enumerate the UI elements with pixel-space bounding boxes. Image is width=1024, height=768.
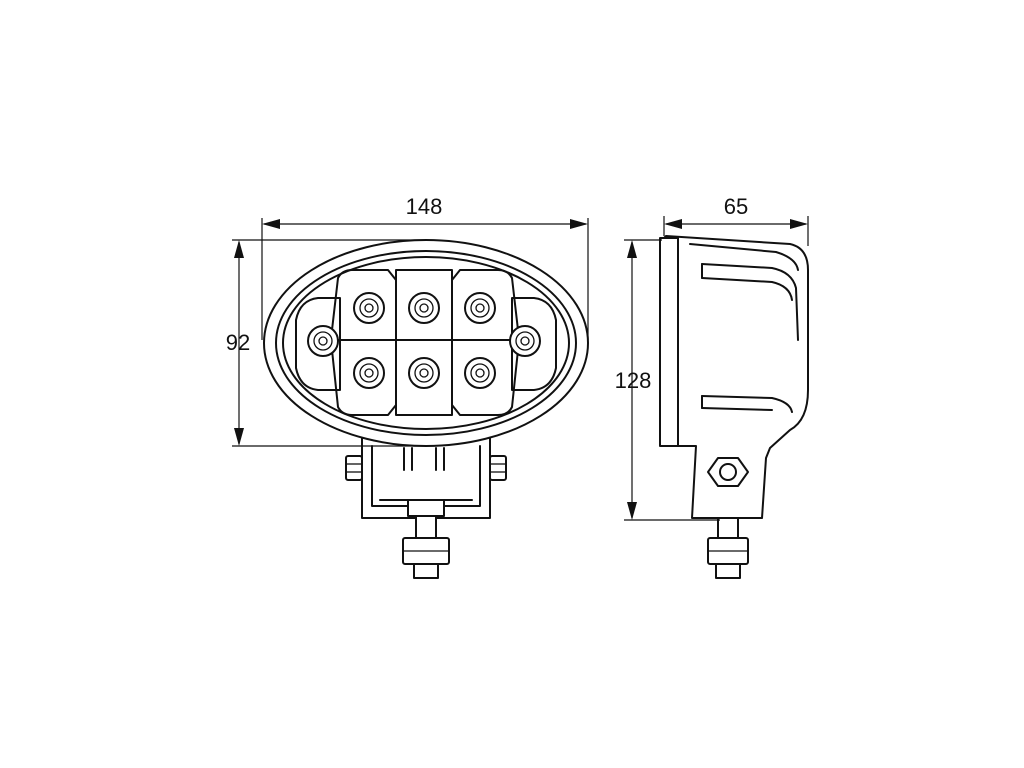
width-label: 148 [406,194,443,219]
front-view [232,218,589,579]
side-view [624,216,809,579]
bottom-bolt [402,499,450,579]
led-5 [509,325,541,357]
led-3 [464,292,496,324]
led-6 [353,357,385,389]
lamp-housing [263,239,589,447]
side-nut-right [489,455,507,481]
led-2 [408,292,440,324]
led-4 [307,325,339,357]
led-8 [464,357,496,389]
side-hex-nut [707,457,749,487]
led-array [307,292,541,389]
depth-label: 65 [724,194,748,219]
side-bolt [707,517,749,579]
width-dimension [261,218,589,340]
total-height-label: 128 [615,368,652,393]
led-7 [408,357,440,389]
side-nut-left [345,455,363,481]
total-height-dimension [624,239,720,521]
height-label: 92 [226,330,250,355]
side-housing [659,235,809,519]
height-dimension [232,239,426,447]
depth-dimension [663,216,809,246]
led-reflectors [295,269,557,416]
led-1 [353,292,385,324]
